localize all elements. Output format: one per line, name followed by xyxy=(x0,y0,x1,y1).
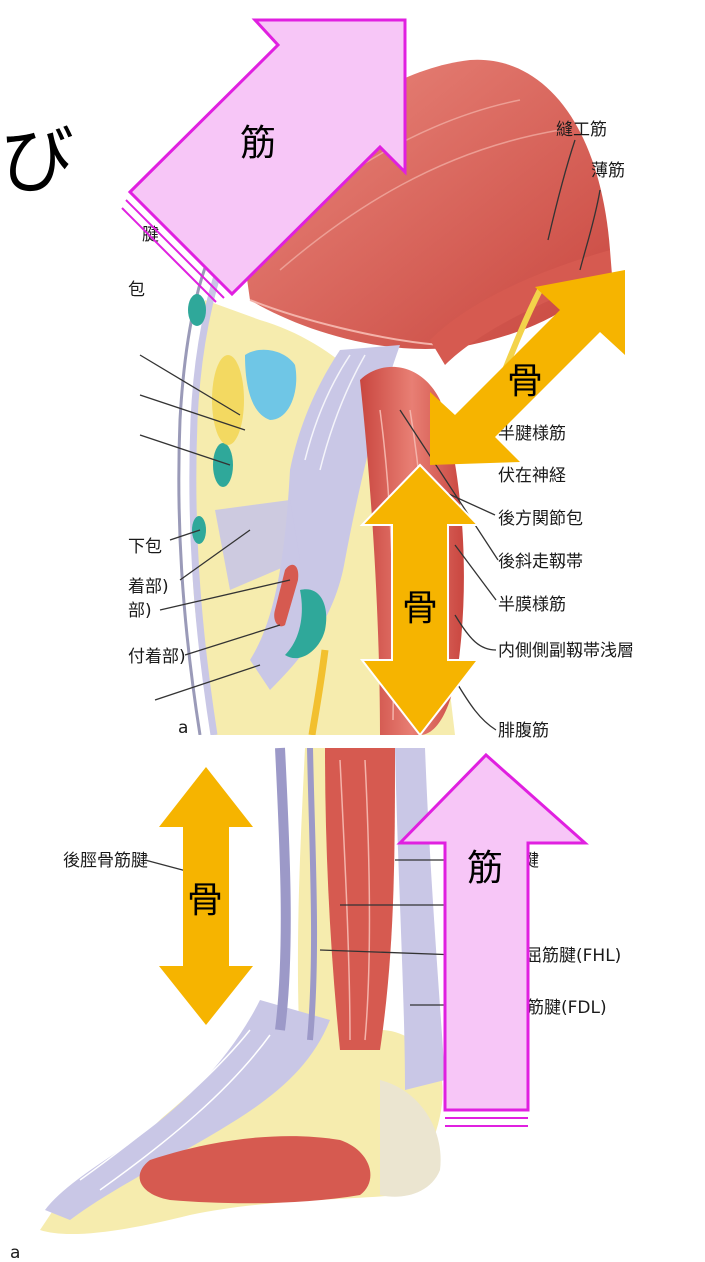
muscle-arrow-bottom-label: 筋 xyxy=(467,848,503,889)
bone-arrow-right-label: 骨 xyxy=(507,361,543,402)
label-partial-hou: 包 xyxy=(128,280,145,300)
bone-arrow-left: 骨 xyxy=(159,767,253,1025)
label-panel-a-bottom: a xyxy=(10,1243,20,1262)
fat-pad xyxy=(212,355,244,445)
bone-arrow-center-label: 骨 xyxy=(402,588,438,629)
label-tibialis-posterior: 後脛骨筋腱 xyxy=(63,851,148,871)
sartorius-strap xyxy=(430,250,612,365)
label-semimembranosus: 半膜様筋 xyxy=(498,595,566,615)
label-posterior-capsule: 後方関節包 xyxy=(498,509,583,529)
label-gastrocnemius: 腓腹筋 xyxy=(498,721,549,741)
fascia-outline xyxy=(177,214,232,736)
leader-lines xyxy=(139,139,601,1006)
label-saphenous-nerve: 伏在神経 xyxy=(498,466,566,486)
label-panel-a-top: a xyxy=(178,718,188,738)
foot-tendons xyxy=(45,1000,330,1220)
bursa-4 xyxy=(285,589,327,659)
muscle-arrow-top-label: 筋 xyxy=(240,123,276,164)
label-sartorius: 縫工筋 xyxy=(556,120,607,140)
red-tendon-insertion xyxy=(274,564,299,627)
title-fragment: び xyxy=(0,118,74,204)
heel xyxy=(380,1080,441,1197)
bone-arrow-center: 骨 xyxy=(359,463,481,737)
label-fhl: 屈筋腱(FHL) xyxy=(525,946,621,966)
bone-arrow-left-label: 骨 xyxy=(187,880,223,921)
muscle-arrow-bottom: 筋 xyxy=(396,752,589,1127)
label-posterior-oblique-ligament: 後斜走靱帯 xyxy=(498,552,583,572)
foot-muscle xyxy=(139,1136,371,1204)
bursa-2 xyxy=(213,443,233,487)
mcl-sheet xyxy=(215,500,300,590)
label-partial-chakubu1: 着部) xyxy=(128,577,169,597)
bursa-blue xyxy=(245,349,297,420)
label-partial-kahou: 下包 xyxy=(128,537,162,557)
bone-arrow-right: 骨 xyxy=(430,270,625,465)
label-fdl: 筋腱(FDL) xyxy=(527,998,607,1018)
label-partial-fuchakubu: 付着部) xyxy=(128,647,186,667)
label-partial-bu: 部) xyxy=(128,601,152,621)
label-semitendinosus: 半腱様筋 xyxy=(498,424,566,444)
label-mcl-superficial: 内側側副靱帯浅層 xyxy=(498,641,634,661)
label-gracilis: 薄筋 xyxy=(591,161,625,181)
muscle-arrow-top: 筋 xyxy=(121,18,407,303)
bursa-1 xyxy=(188,294,206,326)
